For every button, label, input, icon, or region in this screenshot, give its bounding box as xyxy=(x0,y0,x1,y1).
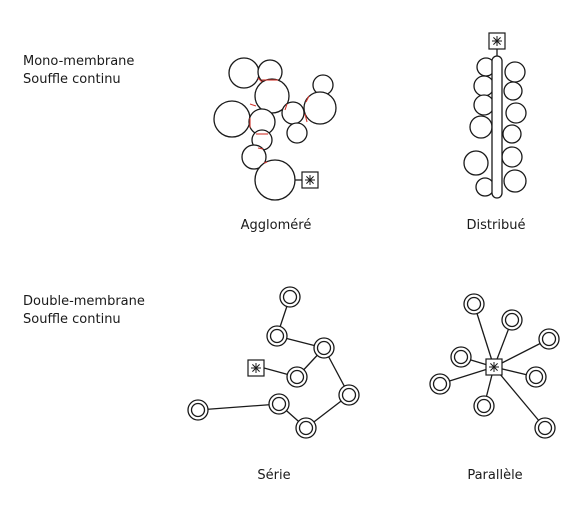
agglomere-joints xyxy=(249,77,310,164)
serie-dome xyxy=(279,286,301,308)
serie-dome xyxy=(187,399,209,421)
serie-diagram xyxy=(187,286,360,439)
parallele-dome xyxy=(429,373,451,395)
serie-dome xyxy=(286,366,308,388)
distribue-diagram xyxy=(463,32,527,199)
agglomere-bubble xyxy=(241,144,267,170)
blower-icon xyxy=(485,358,503,376)
distribue-bubble xyxy=(503,81,523,101)
agglomere-bubble xyxy=(286,122,308,144)
row-label-double: Double-membrane Souffle continu xyxy=(23,293,145,329)
distribue-bubble xyxy=(504,61,526,83)
agglomere-bubble xyxy=(228,57,260,89)
parallele-dome xyxy=(501,309,523,331)
agglomere-bubble xyxy=(281,101,305,125)
agglomere-diagram xyxy=(213,57,337,201)
caption-distribue: Distribué xyxy=(466,218,526,233)
blower-icon xyxy=(247,359,265,377)
row-label-mono-line1: Mono-membrane xyxy=(23,54,135,69)
distribue-bubble xyxy=(475,177,495,197)
parallele-diagram xyxy=(429,293,560,439)
parallele-dome xyxy=(538,328,560,350)
agglomere-bubble xyxy=(213,100,251,138)
parallele-dome xyxy=(473,395,495,417)
parallele-dome xyxy=(463,293,485,315)
parallele-dome xyxy=(534,417,556,439)
serie-dome xyxy=(338,384,360,406)
blower-icon xyxy=(301,171,319,189)
serie-dome xyxy=(313,337,335,359)
blower-icon xyxy=(488,32,506,50)
parallele-dome xyxy=(450,346,472,368)
caption-parallele: Parallèle xyxy=(467,468,523,483)
distribue-bubble xyxy=(503,169,527,193)
parallele-dome xyxy=(525,366,547,388)
serie-dome xyxy=(295,417,317,439)
distribue-bubble xyxy=(501,146,523,168)
row-label-mono: Mono-membrane Souffle continu xyxy=(23,53,134,89)
row-label-mono-line2: Souffle continu xyxy=(23,72,121,87)
agglomere-bubble xyxy=(303,91,337,125)
distribue-bubble xyxy=(502,124,522,144)
row-label-double-line1: Double-membrane xyxy=(23,294,145,309)
distribue-bubble xyxy=(463,150,489,176)
distribue-bubble xyxy=(469,115,493,139)
caption-serie: Série xyxy=(257,468,291,483)
distribue-bubble xyxy=(473,75,495,97)
distribue-manifold xyxy=(491,55,503,199)
row-label-double-line2: Souffle continu xyxy=(23,312,121,327)
caption-agglomere: Aggloméré xyxy=(240,218,312,233)
serie-dome xyxy=(266,325,288,347)
agglomere-bubble xyxy=(254,159,296,201)
serie-dome xyxy=(268,393,290,415)
distribue-bubble xyxy=(505,102,527,124)
distribue-bubble xyxy=(473,94,495,116)
